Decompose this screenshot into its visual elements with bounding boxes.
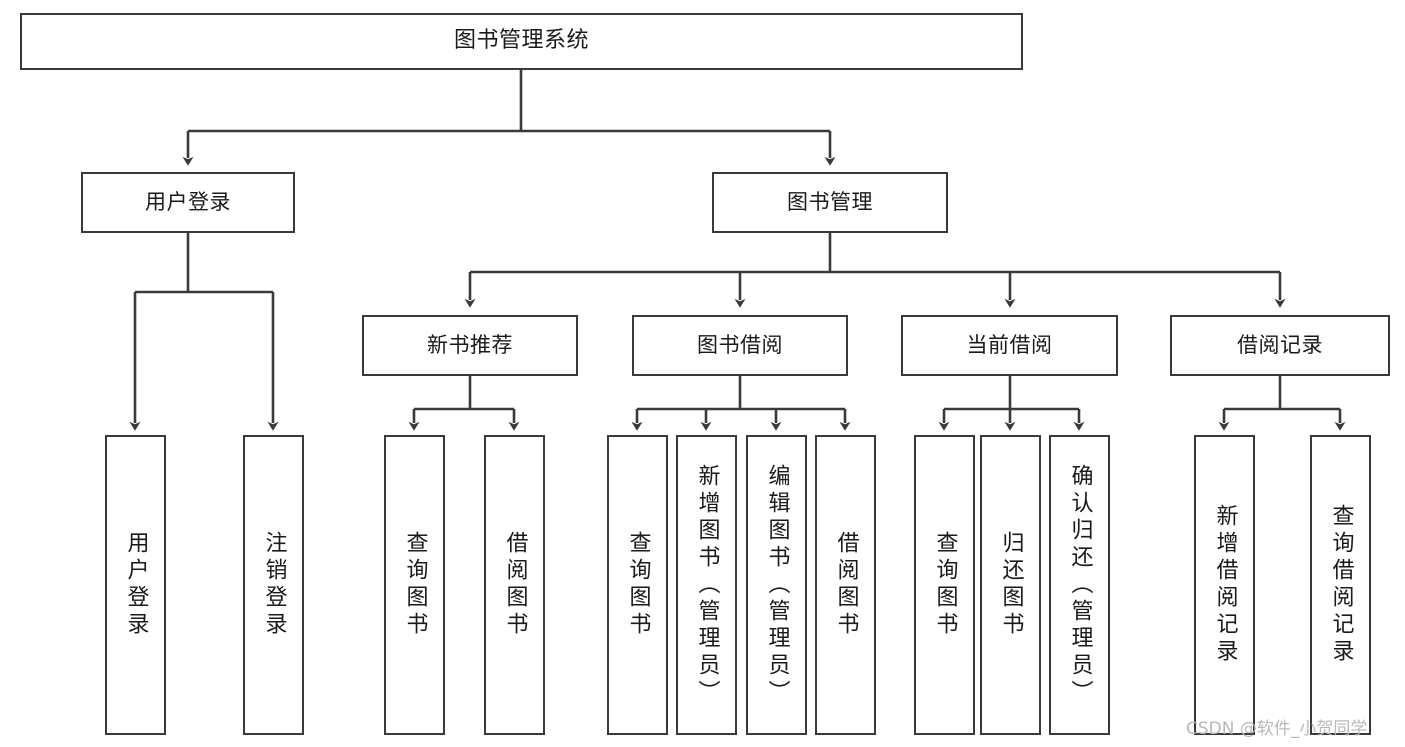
node-current-borrow[interactable]: 当前借阅 (901, 315, 1118, 376)
leaf-return-book[interactable]: 归还图书 (980, 435, 1041, 735)
node-book-borrow-label: 图书借阅 (697, 332, 783, 357)
node-root-label: 图书管理系统 (453, 28, 589, 54)
node-book-manage-label: 图书管理 (787, 189, 873, 214)
node-new-book-recommend[interactable]: 新书推荐 (362, 315, 578, 376)
leaf-add-record-label: 新增借阅记录 (1212, 504, 1238, 666)
leaf-return-book-label: 归还图书 (998, 531, 1024, 639)
node-new-book-recommend-label: 新书推荐 (427, 332, 513, 357)
node-borrow-record[interactable]: 借阅记录 (1170, 315, 1390, 376)
leaf-borrow-book-1-label: 借阅图书 (502, 531, 528, 639)
leaf-logout-login-label: 注销登录 (261, 531, 287, 639)
node-book-borrow[interactable]: 图书借阅 (632, 315, 848, 376)
leaf-add-book[interactable]: 新增图书（管理员） (676, 435, 737, 735)
leaf-query-book-2-label: 查询图书 (625, 531, 651, 639)
leaf-query-book-2[interactable]: 查询图书 (607, 435, 668, 735)
node-user-login[interactable]: 用户登录 (81, 172, 295, 233)
leaf-query-book-3[interactable]: 查询图书 (914, 435, 975, 735)
leaf-add-record[interactable]: 新增借阅记录 (1194, 435, 1255, 735)
leaf-edit-book[interactable]: 编辑图书（管理员） (746, 435, 807, 735)
leaf-user-login[interactable]: 用户登录 (105, 435, 166, 735)
leaf-edit-book-label: 编辑图书（管理员） (764, 463, 790, 707)
leaf-borrow-book-1[interactable]: 借阅图书 (484, 435, 545, 735)
leaf-borrow-book-2-label: 借阅图书 (833, 531, 859, 639)
leaf-query-book-1[interactable]: 查询图书 (384, 435, 445, 735)
watermark-text: CSDN @软件_小贺同学 (1186, 719, 1368, 739)
leaf-borrow-book-2[interactable]: 借阅图书 (815, 435, 876, 735)
leaf-query-record-label: 查询借阅记录 (1328, 504, 1354, 666)
leaf-confirm-return[interactable]: 确认归还（管理员） (1049, 435, 1110, 735)
node-user-login-label: 用户登录 (145, 189, 231, 214)
leaf-query-record[interactable]: 查询借阅记录 (1310, 435, 1371, 735)
leaf-add-book-label: 新增图书（管理员） (694, 463, 720, 707)
leaf-user-login-label: 用户登录 (123, 531, 149, 639)
node-book-manage[interactable]: 图书管理 (712, 172, 948, 233)
leaf-query-book-3-label: 查询图书 (932, 531, 958, 639)
leaf-logout-login[interactable]: 注销登录 (243, 435, 304, 735)
leaf-query-book-1-label: 查询图书 (402, 531, 428, 639)
node-borrow-record-label: 借阅记录 (1237, 332, 1323, 357)
node-root[interactable]: 图书管理系统 (20, 13, 1023, 70)
leaf-confirm-return-label: 确认归还（管理员） (1067, 463, 1093, 707)
node-current-borrow-label: 当前借阅 (966, 332, 1053, 357)
